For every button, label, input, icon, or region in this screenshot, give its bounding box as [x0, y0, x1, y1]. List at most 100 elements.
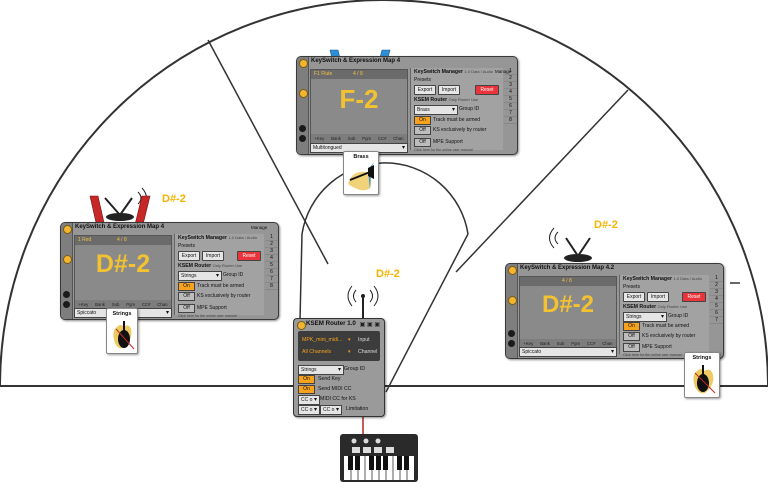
router-window-icons[interactable]: ▣ ▣ ▣ — [359, 322, 380, 328]
trumpet-icon — [348, 162, 374, 191]
help-link[interactable]: Click here for the online user manual — [178, 314, 237, 318]
import-button[interactable]: Import — [647, 292, 669, 302]
router-title: KSEM Router 1.0 — [306, 320, 356, 327]
inner-arc — [301, 162, 469, 235]
send-cc-toggle[interactable]: On — [298, 385, 315, 394]
slot-numbers: 1 2 3 4 5 6 7 8 — [265, 234, 278, 315]
screen-header — [520, 277, 616, 286]
group-select[interactable]: Strings — [178, 271, 222, 281]
channel-dropdown-arrow[interactable]: ▾ — [348, 349, 351, 355]
midi-input-dropdown[interactable]: MPK_mini_midi... — [302, 337, 343, 343]
mode-icon[interactable] — [508, 296, 517, 305]
input-dropdown-arrow[interactable]: ▾ — [348, 337, 351, 343]
mpe-toggle[interactable]: Off — [178, 304, 195, 313]
antenna-router-icon — [347, 285, 379, 318]
antenna-right-icon — [549, 227, 592, 262]
reset-button[interactable]: Reset — [237, 251, 261, 261]
router-title: KSEM Router Only Router Use — [178, 263, 243, 269]
screen-page: 4 / 8 — [562, 278, 572, 284]
articulation-dropdown[interactable]: Spiccato — [519, 347, 617, 357]
settings-icon[interactable] — [508, 330, 515, 337]
slot-numbers: 1 2 3 4 5 6 7 — [710, 275, 723, 354]
note-label-left: D#-2 — [162, 193, 186, 205]
midi-keyboard-icon — [340, 434, 418, 482]
router-io-box: MPK_mini_midi... ▾ Input All Channels ▾ … — [298, 331, 380, 361]
current-note: D#-2 — [541, 291, 595, 318]
armed-toggle[interactable]: On — [623, 322, 640, 331]
device-title: KeySwitch & Expression Map 4 — [311, 58, 401, 64]
manager-title: KeySwitch Manager 1.0 Data / Audio — [414, 69, 493, 75]
ksem-device-right: KeySwitch & Expression Map 4.2 4 / 8 D#-… — [505, 263, 724, 359]
help-link[interactable]: Click here for the online user manual — [414, 148, 473, 152]
screen-page: 4 / 8 — [353, 71, 363, 77]
slot-numbers: 1 2 3 4 5 6 7 8 — [504, 68, 517, 150]
screen-page: 4 / 8 — [117, 237, 127, 243]
device-title: KeySwitch & Expression Map 4 — [75, 224, 165, 230]
import-button[interactable]: Import — [202, 251, 224, 261]
exclusive-toggle[interactable]: Off — [623, 332, 640, 341]
cc-for-ks-select[interactable]: CC o — [298, 395, 320, 405]
manager-title: KeySwitch Manager 1.0 Data / Audio — [178, 235, 257, 241]
send-key-toggle[interactable]: On — [298, 375, 315, 384]
edit-icon[interactable] — [299, 135, 306, 142]
manager-panel: KeySwitch Manager 1.0 Data / Audio Prese… — [619, 275, 709, 357]
ksem-device-top: KeySwitch & Expression Map 4 F1 Flute 4 … — [296, 56, 518, 155]
group-select[interactable]: Strings — [623, 312, 667, 322]
armed-toggle[interactable]: On — [178, 282, 195, 291]
help-link[interactable]: Click here for the online user manual — [623, 353, 682, 357]
settings-icon[interactable] — [63, 291, 70, 298]
divider-right-bottom — [385, 233, 469, 393]
current-note: F-2 — [339, 84, 379, 114]
group-select[interactable]: Brass — [414, 105, 458, 115]
divider-right-top — [455, 89, 629, 273]
manager-panel: KeySwitch Manager 1.0 Data / Audio Prese… — [410, 68, 503, 152]
export-button[interactable]: Export — [414, 85, 436, 95]
divider-left-bottom — [299, 233, 303, 321]
export-button[interactable]: Export — [178, 251, 200, 261]
router-power-icon[interactable] — [297, 321, 306, 330]
import-button[interactable]: Import — [438, 85, 460, 95]
export-button[interactable]: Export — [623, 292, 645, 302]
edit-icon[interactable] — [508, 340, 515, 347]
armed-toggle[interactable]: On — [414, 116, 431, 125]
current-note: D#-2 — [95, 250, 151, 278]
edit-icon[interactable] — [63, 301, 70, 308]
articulation-screen[interactable]: 1 Red 4 / 8 D#-2 +Key Bank Sub Pgm CC# C… — [74, 235, 172, 310]
exclusive-toggle[interactable]: Off — [414, 126, 431, 135]
reset-button[interactable]: Reset — [475, 85, 499, 95]
manager-title: KeySwitch Manager 1.0 Data / Audio — [623, 276, 702, 282]
reset-button[interactable]: Reset — [682, 292, 706, 302]
mpe-toggle[interactable]: Off — [414, 138, 431, 147]
screen-header: 1 Red — [75, 236, 171, 245]
mpe-toggle[interactable]: Off — [623, 343, 640, 352]
limit-select-2[interactable]: CC o — [320, 405, 342, 415]
exclusive-toggle[interactable]: Off — [178, 292, 195, 301]
screen-footer: +Key Bank Sub Pgm CC# Chan — [75, 300, 171, 309]
channel-dropdown[interactable]: All Channels — [302, 349, 332, 355]
violin-icon — [113, 321, 135, 350]
screen-footer: +Key Bank Sub Pgm CC# Chan — [311, 134, 407, 143]
articulation-screen[interactable]: 4 / 8 D#-2 +Key Bank Sub Pgm CC# Chan — [519, 276, 617, 349]
note-label-router: D#-2 — [376, 268, 400, 280]
router-group-select[interactable]: Strings — [298, 365, 344, 375]
power-icon[interactable] — [63, 225, 72, 234]
settings-icon[interactable] — [299, 125, 306, 132]
router-title: KSEM Router Only Router Use — [414, 97, 479, 103]
screen-header: F1 Flute — [311, 70, 407, 79]
ksem-device-left: KeySwitch & Expression Map 4 1 Red 4 / 8… — [60, 222, 279, 320]
limit-select-1[interactable]: CC o — [298, 405, 320, 415]
card-strings-left: Strings — [106, 308, 138, 354]
power-icon[interactable] — [508, 266, 517, 275]
router-title: KSEM Router Only Router Use — [623, 304, 688, 310]
mode-icon[interactable] — [299, 89, 308, 98]
device-title: KeySwitch & Expression Map 4.2 — [520, 265, 615, 271]
mode-icon[interactable] — [63, 255, 72, 264]
manager-panel: KeySwitch Manager 1.0 Data / Audio Prese… — [174, 234, 264, 318]
ksem-router: KSEM Router 1.0 ▣ ▣ ▣ MPK_mini_midi... ▾… — [293, 318, 385, 417]
power-icon[interactable] — [299, 59, 308, 68]
divider-left-top — [207, 39, 329, 265]
note-label-right: D#-2 — [594, 219, 618, 231]
articulation-screen[interactable]: F1 Flute 4 / 8 F-2 +Key Bank Sub Pgm CC#… — [310, 69, 408, 144]
card-strings-right: Strings — [684, 352, 720, 398]
violin-icon — [693, 365, 716, 394]
